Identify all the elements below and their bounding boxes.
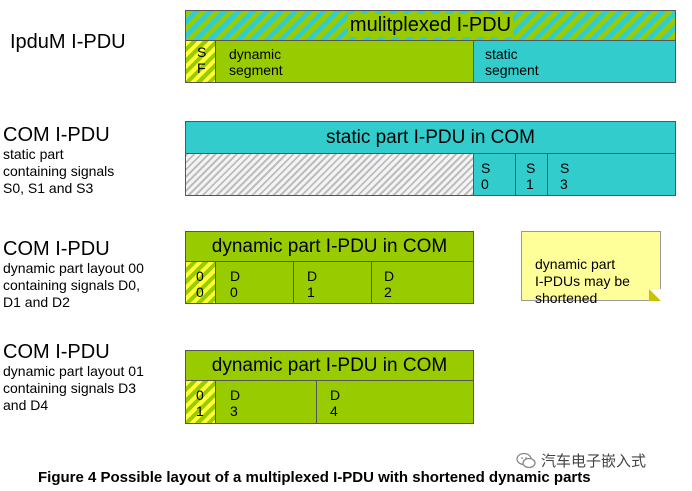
- ipdum-header-text: mulitplexed I-PDU: [347, 14, 514, 37]
- dynamic-segment: dynamic segment: [215, 40, 474, 83]
- signal-s3: S 3: [547, 153, 676, 196]
- static-segment: static segment: [473, 40, 676, 83]
- com-dyn00-title: COM I-PDU: [3, 238, 110, 260]
- signal-d4: D 4: [316, 380, 474, 424]
- signal-d2: D 2: [371, 261, 474, 304]
- signal-d1: D 1: [293, 261, 372, 304]
- com-dyn01-title: COM I-PDU: [3, 341, 110, 363]
- com-dyn00-header: dynamic part I-PDU in COM: [185, 231, 474, 262]
- signal-s0: S 0: [473, 153, 516, 196]
- sf-selector: S F: [185, 40, 216, 83]
- com-dyn00-desc: dynamic part layout 00 containing signal…: [3, 260, 144, 310]
- signal-d0: D 0: [215, 261, 294, 304]
- com-static-title: COM I-PDU: [3, 124, 110, 146]
- note-fold-corner: [649, 289, 661, 301]
- com-static-header: static part I-PDU in COM: [185, 121, 676, 154]
- com-dyn01-header: dynamic part I-PDU in COM: [185, 350, 474, 381]
- static-unused-area: [185, 153, 474, 196]
- shortened-note-text: dynamic part I-PDUs may be shortened: [535, 256, 630, 306]
- ipdum-label: IpduM I-PDU: [10, 31, 126, 53]
- com-dyn01-desc: dynamic part layout 01 containing signal…: [3, 363, 144, 413]
- dyn00-selector: 0 0: [185, 261, 216, 304]
- ipdum-header: mulitplexed I-PDU: [185, 10, 676, 41]
- wechat-icon: [516, 452, 536, 468]
- dyn01-selector: 0 1: [185, 380, 216, 424]
- watermark: 汽车电子嵌入式: [516, 450, 646, 471]
- figure-caption: Figure 4 Possible layout of a multiplexe…: [38, 469, 591, 486]
- com-static-desc: static part containing signals S0, S1 an…: [3, 146, 115, 196]
- signal-s1: S 1: [515, 153, 548, 196]
- signal-d3: D 3: [215, 380, 317, 424]
- shortened-note: dynamic part I-PDUs may be shortened: [521, 231, 661, 306]
- watermark-text: 汽车电子嵌入式: [541, 452, 647, 470]
